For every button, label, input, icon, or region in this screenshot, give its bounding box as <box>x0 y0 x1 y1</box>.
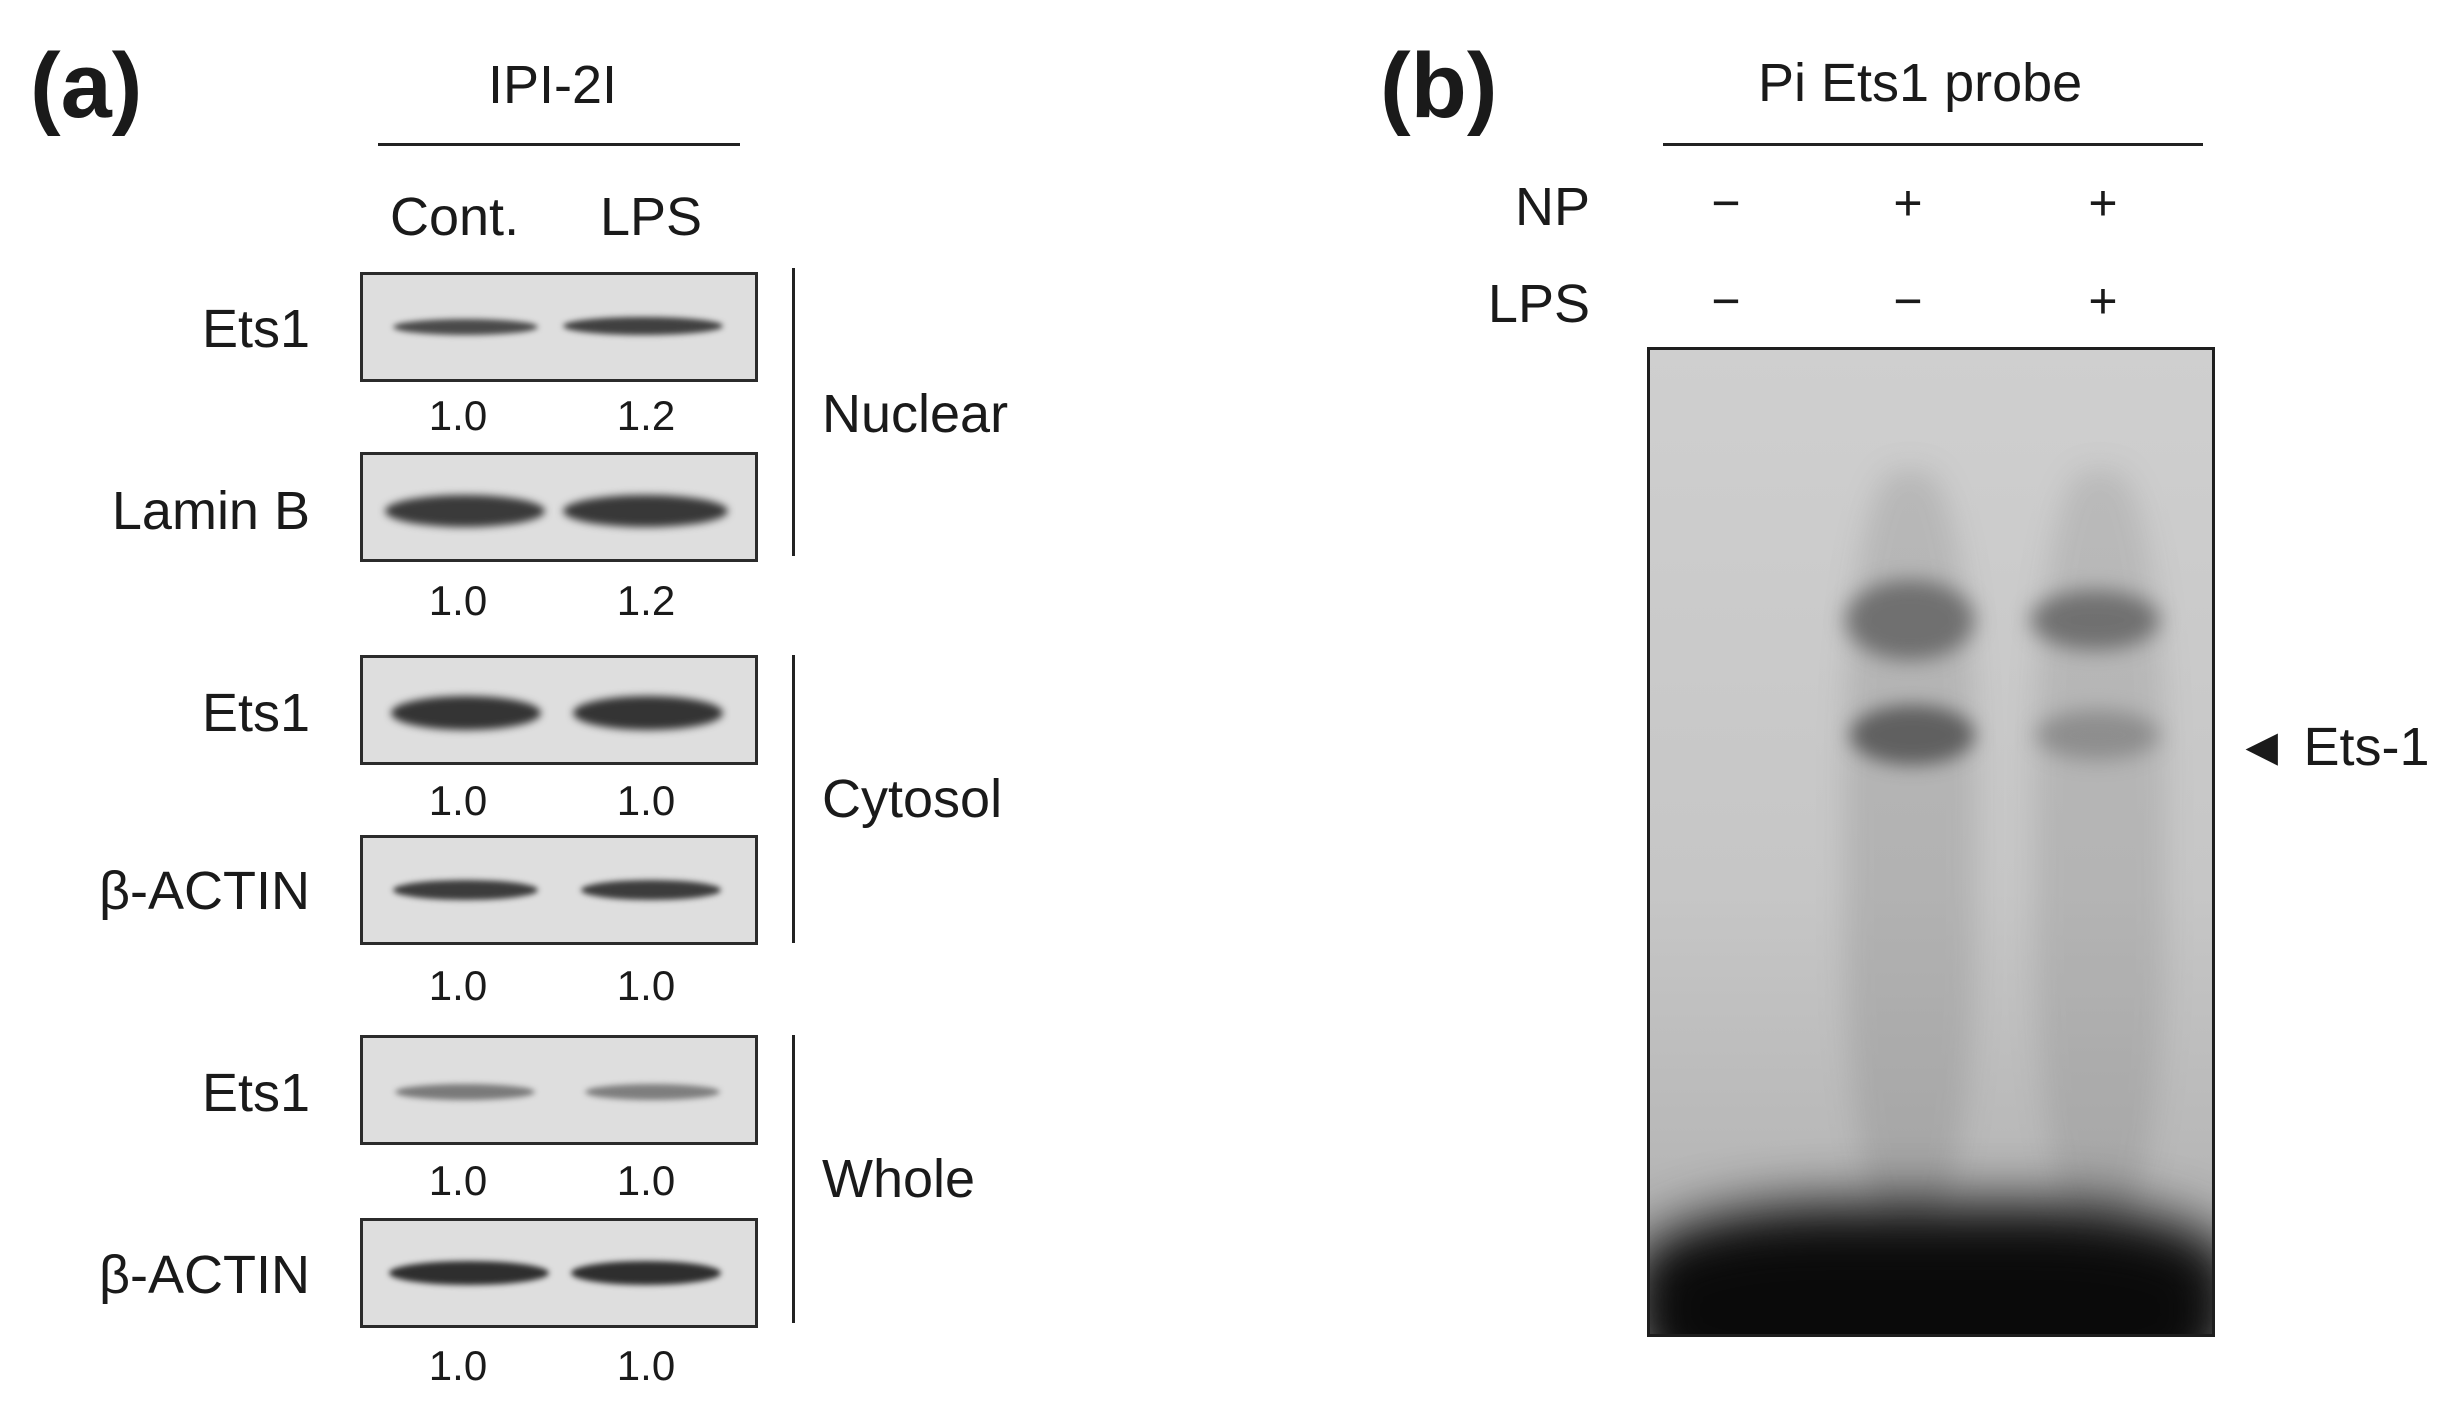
group-label-nuclear: Nuclear <box>822 384 1009 444</box>
condition-label-lps: LPS <box>1487 274 1590 334</box>
blot-lamin-b <box>360 452 758 562</box>
complex-band <box>2030 590 2160 650</box>
group-bracket-cytosol <box>792 655 795 943</box>
ets1-band <box>2035 710 2160 760</box>
blot-value: 1.0 <box>428 962 488 1009</box>
blot-value: 1.0 <box>616 962 676 1009</box>
band <box>395 1084 535 1100</box>
condition-value: + <box>2088 273 2118 329</box>
lane-smear <box>2035 470 2165 1230</box>
band <box>385 495 545 527</box>
column-label-control: Cont. <box>390 187 520 247</box>
probe-rule <box>1663 143 2203 146</box>
blot-value: 1.0 <box>428 1342 488 1389</box>
probe-label: Pi Ets1 probe <box>1758 53 2083 113</box>
emsa-gel <box>1647 347 2215 1337</box>
blot-value: 1.0 <box>428 1157 488 1204</box>
blot-value: 1.0 <box>428 392 488 439</box>
band <box>393 880 538 900</box>
blot-cytosol-ets1 <box>360 655 758 765</box>
condition-value: − <box>1711 175 1741 231</box>
blot-value: 1.0 <box>428 777 488 824</box>
group-label-cytosol: Cytosol <box>822 769 1003 829</box>
blot-label-cytosol-ets1: Ets1 <box>201 683 310 743</box>
column-label-lps: LPS <box>600 187 703 247</box>
blot-label-whole-actin: β-ACTIN <box>98 1245 310 1305</box>
band <box>563 317 723 335</box>
condition-value: − <box>1711 273 1741 329</box>
band <box>563 495 728 527</box>
panel-b-label: (b) <box>1380 35 1498 137</box>
band <box>391 696 541 730</box>
band <box>573 696 723 730</box>
condition-value: + <box>2088 175 2118 231</box>
group-bracket-nuclear <box>792 268 795 556</box>
band <box>571 1261 721 1285</box>
free-probe <box>1660 1240 2200 1334</box>
condition-value: − <box>1893 273 1923 329</box>
ets1-band <box>1850 705 1975 765</box>
band <box>393 319 538 335</box>
group-label-whole: Whole <box>822 1149 976 1209</box>
cell-line-label: IPI-2I <box>488 55 618 115</box>
ets1-band-label: ◄ Ets-1 <box>2235 717 2430 777</box>
blot-label-whole-ets1: Ets1 <box>201 1063 310 1123</box>
complex-band <box>1845 580 1975 660</box>
blot-label-lamin-b: Lamin B <box>111 481 310 541</box>
blot-value: 1.0 <box>616 777 676 824</box>
blot-nuclear-ets1 <box>360 272 758 382</box>
condition-label-np: NP <box>1514 177 1590 237</box>
band <box>389 1261 549 1285</box>
blot-value: 1.2 <box>616 392 676 439</box>
blot-value: 1.2 <box>616 577 676 624</box>
panel-a-label: (a) <box>30 35 143 137</box>
band <box>581 880 721 900</box>
blot-cytosol-actin <box>360 835 758 945</box>
blot-whole-actin <box>360 1218 758 1328</box>
blot-value: 1.0 <box>616 1157 676 1204</box>
blot-value: 1.0 <box>616 1342 676 1389</box>
blot-whole-ets1 <box>360 1035 758 1145</box>
group-bracket-whole <box>792 1035 795 1323</box>
band <box>585 1084 720 1100</box>
cell-line-rule <box>378 143 740 146</box>
condition-value: + <box>1893 175 1923 231</box>
blot-label-cytosol-actin: β-ACTIN <box>98 861 310 921</box>
blot-label-nuclear-ets1: Ets1 <box>201 299 310 359</box>
blot-value: 1.0 <box>428 577 488 624</box>
